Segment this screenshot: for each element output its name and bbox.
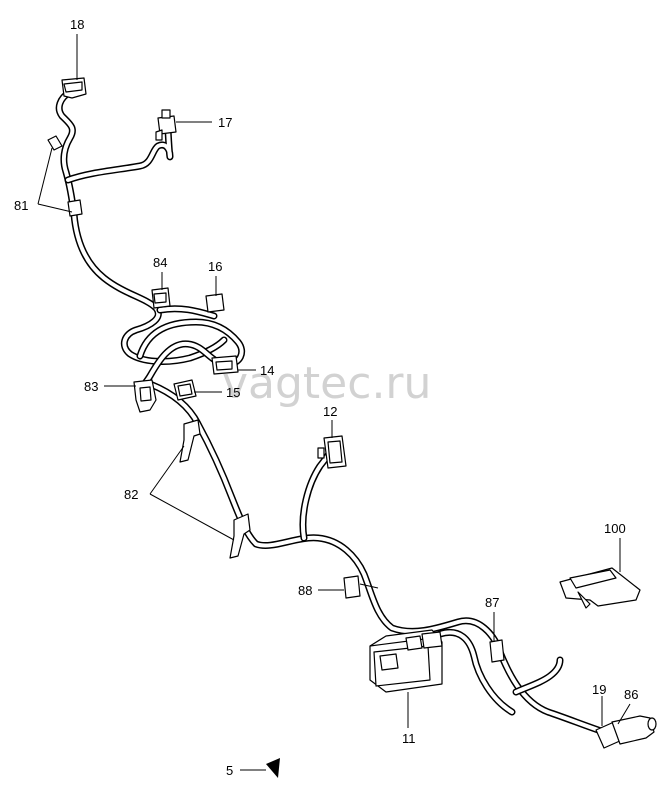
connector-16 bbox=[205, 293, 225, 313]
callout-16: 16 bbox=[208, 259, 222, 274]
callout-5: 5 bbox=[226, 763, 233, 778]
callout-83: 83 bbox=[84, 379, 98, 394]
connector-12 bbox=[317, 435, 347, 469]
holder-83 bbox=[133, 379, 157, 413]
sensor-17 bbox=[155, 109, 177, 141]
callout-19: 19 bbox=[592, 682, 606, 697]
callout-81: 81 bbox=[14, 198, 28, 213]
leader-lines bbox=[37, 34, 631, 771]
callout-18: 18 bbox=[70, 17, 84, 32]
callout-11: 11 bbox=[402, 731, 416, 746]
callout-15: 15 bbox=[226, 385, 240, 400]
sensor-86 bbox=[611, 715, 657, 745]
control-unit-11 bbox=[369, 629, 443, 693]
connector-84 bbox=[151, 287, 171, 309]
clip-81-upper bbox=[47, 135, 63, 151]
callout-12: 12 bbox=[323, 404, 337, 419]
callout-17: 17 bbox=[218, 115, 232, 130]
callout-14: 14 bbox=[260, 363, 274, 378]
connector-18 bbox=[61, 77, 87, 99]
bracket-100 bbox=[559, 567, 641, 609]
clip-82-upper bbox=[179, 419, 201, 463]
callout-86: 86 bbox=[624, 687, 638, 702]
connector-15 bbox=[173, 379, 197, 401]
clip-87 bbox=[489, 639, 505, 663]
clip-81-lower bbox=[67, 199, 83, 217]
callout-84: 84 bbox=[153, 255, 167, 270]
triangle-arrow-icon bbox=[266, 758, 280, 778]
clip-88 bbox=[343, 575, 379, 599]
callout-100: 100 bbox=[604, 521, 626, 536]
callout-82: 82 bbox=[124, 487, 138, 502]
harness-main bbox=[55, 88, 654, 737]
watermark: vagtec.ru bbox=[222, 358, 431, 409]
callout-87: 87 bbox=[485, 595, 499, 610]
callout-88: 88 bbox=[298, 583, 312, 598]
connector-14 bbox=[211, 355, 239, 375]
